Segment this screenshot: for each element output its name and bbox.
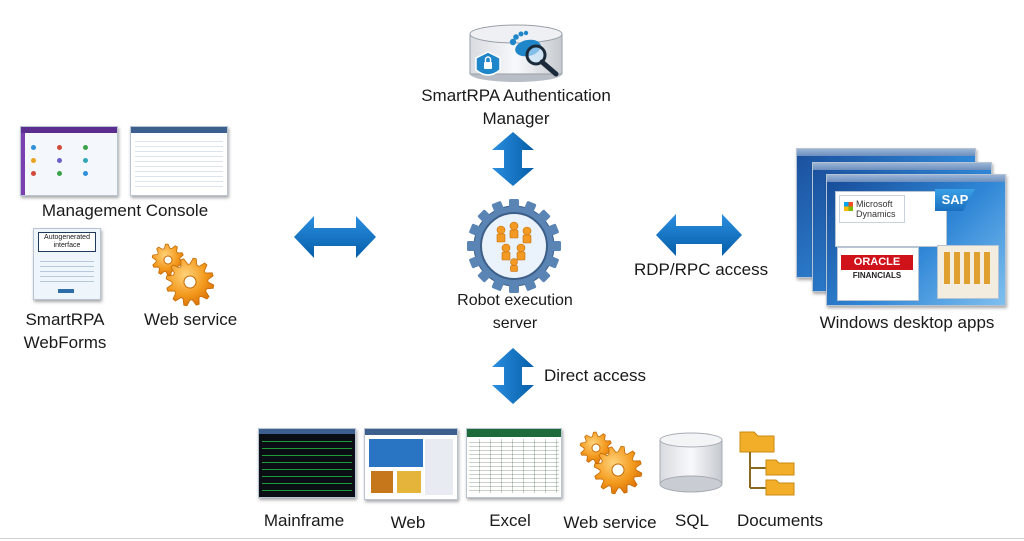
bottom-label-excel: Excel (489, 511, 531, 530)
management-console-screenshot-2 (130, 126, 228, 196)
authentication-db-icon (469, 24, 563, 82)
microsoft-dynamics-logo: Microsoft Dynamics (839, 195, 905, 223)
bottom-divider (0, 538, 1024, 539)
robot-server-label-line1: Robot execution (457, 292, 573, 309)
management-console-screenshot-1 (20, 126, 118, 196)
arrow-right-windows (656, 214, 742, 256)
webforms-form-header: Autogenerated interface (38, 232, 96, 252)
webforms-screenshot: Autogenerated interface (33, 228, 101, 300)
excel-screenshot (466, 428, 562, 498)
robot-server-label: Robot execution server (420, 291, 610, 334)
management-console-label: Management Console (41, 201, 209, 220)
sap-logo: SAP (935, 189, 975, 211)
direct-access-label: Direct access (544, 366, 647, 385)
sql-db-icon (659, 432, 723, 493)
oracle-line1: ORACLE (841, 255, 913, 270)
left-web-service-label: Web service (144, 310, 238, 329)
auth-manager-label-line1: SmartRPA Authentication (421, 86, 611, 105)
bottom-label-mainframe: Mainframe (263, 511, 345, 530)
windows-apps-label: Windows desktop apps (819, 313, 995, 332)
microsoft-line1: Microsoft (856, 199, 893, 209)
arrow-auth-robot (492, 132, 534, 186)
oracle-line2: FINANCIALS (852, 271, 902, 280)
documents-folder-icon (739, 431, 795, 496)
webforms-label: SmartRPA WebForms (10, 310, 120, 353)
webforms-label-line1: SmartRPA (25, 310, 105, 329)
bottom-label-documents: Documents (737, 511, 823, 530)
webforms-label-line2: WebForms (23, 333, 107, 352)
microsoft-line2: Dynamics (856, 209, 896, 219)
oracle-financials-logo: ORACLE FINANCIALS (841, 255, 913, 287)
robot-server-label-line2: server (492, 315, 538, 332)
robot-server-gear-icon (467, 199, 561, 293)
bottom-label-web-service: Web service (563, 513, 657, 532)
bottom-label-sql: SQL (674, 511, 710, 530)
bottom-web-service-gears-icon (579, 431, 643, 495)
windows-screenshot-front: Microsoft Dynamics SAP ORACLE FINANCIALS (826, 174, 1006, 306)
rdp-rpc-label: RDP/RPC access (634, 260, 769, 279)
web-screenshot (364, 428, 458, 500)
arrow-robot-direct (492, 348, 534, 404)
bottom-label-web: Web (390, 513, 426, 532)
auth-manager-label: SmartRPA Authentication Manager (400, 86, 632, 129)
mainframe-screenshot (258, 428, 356, 498)
left-web-service-gears-icon (151, 243, 215, 307)
auth-manager-label-line2: Manager (482, 109, 550, 128)
arrow-left-clients (294, 216, 376, 258)
